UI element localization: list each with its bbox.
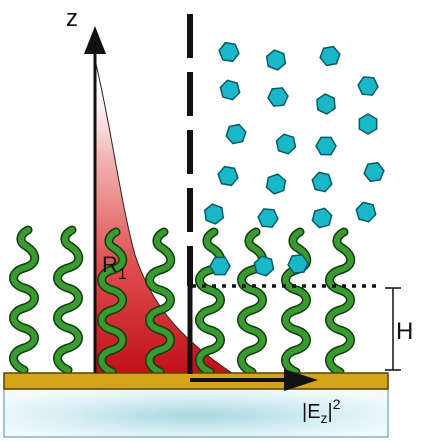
- z-axis-arrowhead: [84, 26, 106, 54]
- particle: [354, 110, 382, 138]
- polymer-chain: [14, 230, 35, 370]
- particle: [315, 136, 337, 156]
- particle: [312, 91, 340, 117]
- polymer-chain: [286, 232, 307, 372]
- particle: [309, 206, 335, 230]
- particle: [256, 207, 280, 229]
- polymer-chain: [242, 232, 263, 372]
- field-intensity-label: |Ez|2: [302, 396, 341, 426]
- glass-substrate: [3, 388, 389, 438]
- r1-label: R1: [102, 252, 127, 283]
- particle: [209, 256, 231, 276]
- particle: [217, 41, 241, 63]
- polymer-chain: [330, 232, 351, 372]
- field-axis-arrowhead: [284, 369, 318, 391]
- particle: [266, 86, 290, 108]
- particle: [353, 200, 379, 224]
- particle: [317, 44, 343, 68]
- particle: [223, 122, 249, 146]
- polymer-chain: [58, 230, 79, 370]
- z-axis-label: z: [66, 5, 78, 32]
- particle: [262, 171, 290, 197]
- particle: [362, 161, 386, 183]
- polymer-chain: [200, 232, 221, 372]
- particle: [200, 201, 228, 227]
- particle: [215, 164, 241, 188]
- particle: [356, 75, 380, 97]
- particle: [309, 170, 335, 194]
- particle: [262, 47, 290, 73]
- particle: [273, 131, 299, 157]
- particle: [217, 78, 243, 102]
- h-label: H: [396, 318, 413, 345]
- particle: [251, 253, 277, 279]
